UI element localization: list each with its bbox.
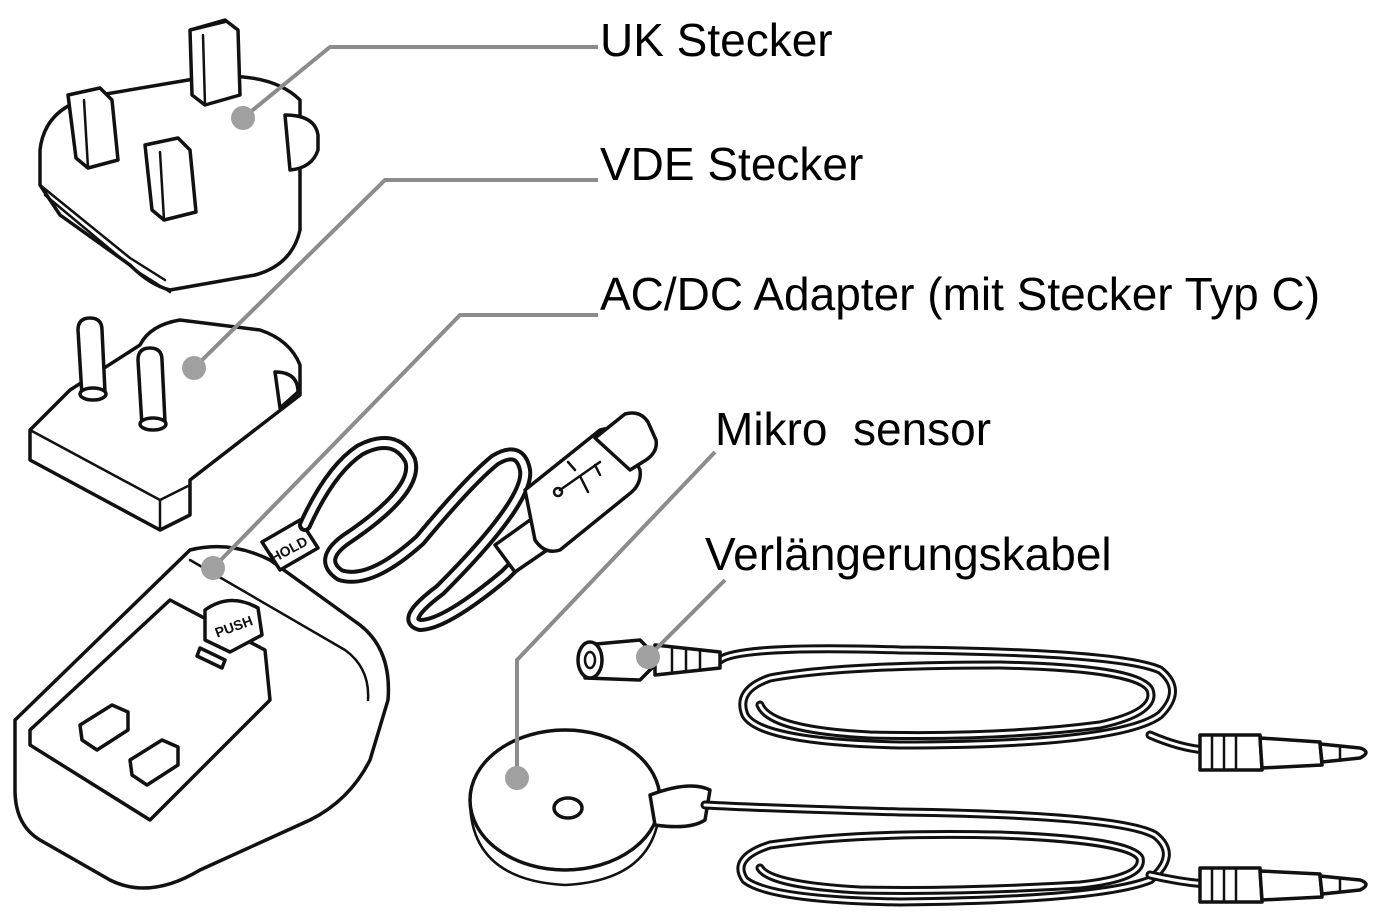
micro-sensor-marker (505, 766, 529, 790)
vde-plug-marker (182, 356, 206, 380)
vde-plug-leader (192, 178, 598, 370)
vde-plug-label: VDE Stecker (600, 138, 864, 190)
adapter-leader (211, 313, 598, 570)
uk-plug-marker (231, 106, 255, 130)
extension-cable-label: Verlängerungskabel (705, 528, 1112, 580)
extension-cable-illustration (576, 638, 1368, 772)
uk-plug-illustration (38, 18, 320, 294)
leader-lines (182, 45, 727, 790)
adapter-marker (201, 556, 225, 580)
adapter-cable-illustration (298, 411, 659, 632)
micro-sensor-illustration (468, 728, 1368, 907)
micro-sensor-label: Mikro sensor (715, 403, 992, 455)
extension-cable-leader (646, 578, 727, 659)
acdc-adapter-label: AC/DC Adapter (mit Stecker Typ C) (600, 268, 1321, 320)
uk-plug-leader (241, 45, 598, 120)
acdc-adapter-illustration: PUSH HOLD (13, 518, 391, 890)
extension-cable-marker (636, 645, 660, 669)
vde-plug-illustration (28, 316, 302, 532)
uk-plug-label: UK Stecker (600, 14, 833, 66)
micro-sensor-leader (515, 450, 717, 778)
